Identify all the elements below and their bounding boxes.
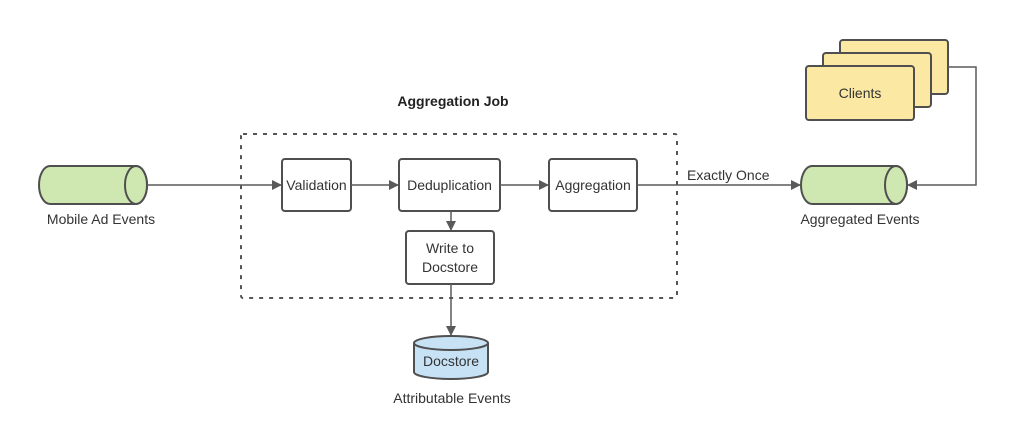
write-docstore-label: Write to Docstore	[421, 239, 479, 275]
aggregation-job-boundary	[240, 133, 678, 299]
job-title: Aggregation Job	[397, 93, 509, 109]
docstore-database	[413, 335, 489, 380]
deduplication-label: Deduplication	[407, 176, 492, 193]
write-docstore-box	[405, 230, 495, 285]
mobile-ad-events-label: Mobile Ad Events	[46, 211, 156, 227]
clients-label: Clients	[838, 84, 882, 101]
clients-stack	[805, 39, 949, 121]
docstore-label: Docstore	[422, 352, 480, 369]
attributable-events-label: Attributable Events	[393, 390, 511, 406]
aggregation-label: Aggregation	[555, 176, 631, 193]
aggregated-events-label: Aggregated Events	[800, 211, 920, 227]
exactly-once-label: Exactly Once	[687, 167, 770, 183]
mobile-ad-events-stream	[38, 165, 148, 205]
validation-label: Validation	[286, 176, 347, 193]
arrow-clients-to-aggregated	[907, 66, 977, 190]
aggregated-events-stream	[800, 165, 908, 205]
